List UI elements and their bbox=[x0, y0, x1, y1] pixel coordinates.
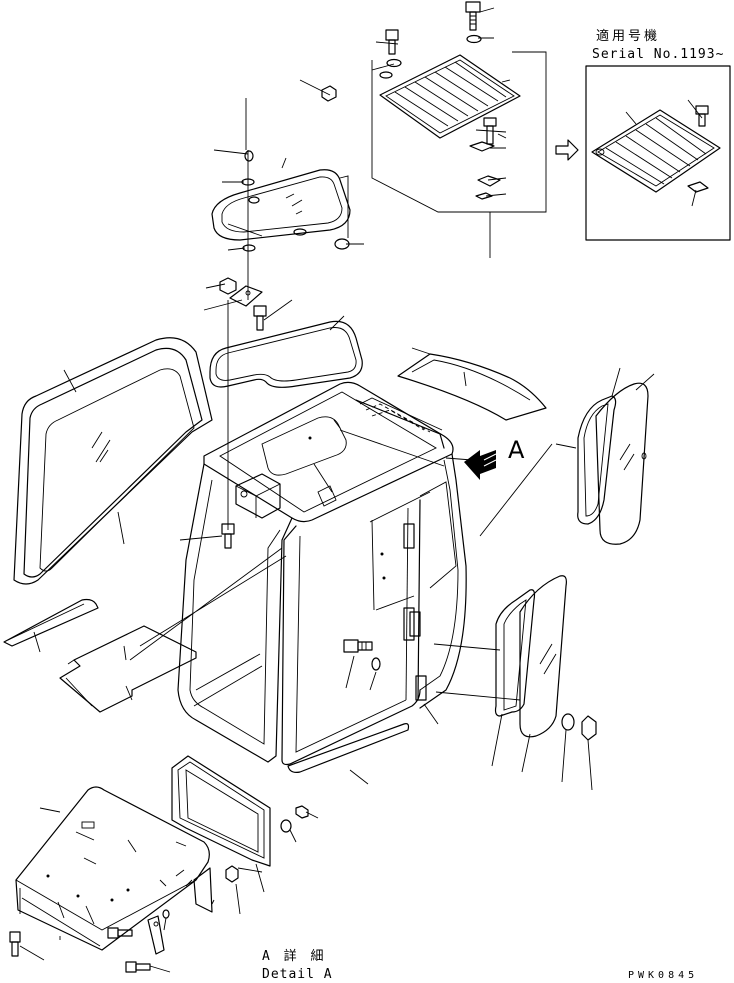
left-trim-strip bbox=[3, 598, 99, 647]
inset-bracket bbox=[687, 181, 709, 193]
detail-a-console bbox=[15, 786, 213, 951]
door-window-seal bbox=[494, 589, 536, 717]
washer-2 bbox=[386, 58, 402, 68]
arrow-right-icon bbox=[555, 139, 579, 161]
inset-serial-label: Serial No.1193~ bbox=[592, 47, 725, 62]
pin bbox=[244, 150, 254, 162]
front-sill-trim bbox=[287, 723, 410, 773]
detail-bolt-1 bbox=[9, 931, 21, 957]
spacer bbox=[561, 713, 575, 731]
detail-bolt-2 bbox=[107, 927, 133, 939]
bracket-1 bbox=[477, 175, 501, 187]
serial-inset-box bbox=[585, 65, 731, 241]
washer-7 bbox=[280, 819, 292, 833]
hinge-bolt bbox=[253, 305, 267, 331]
detail-bolt-3 bbox=[125, 961, 151, 973]
rear-window-outer bbox=[577, 395, 617, 525]
detail-latch bbox=[147, 915, 165, 955]
washer-6 bbox=[371, 657, 381, 671]
floor-plate bbox=[59, 625, 197, 713]
nut-1 bbox=[321, 85, 337, 102]
grille-bolt bbox=[483, 117, 497, 145]
washer-3 bbox=[379, 71, 393, 79]
nut-4 bbox=[225, 865, 239, 883]
inset-grille bbox=[591, 109, 721, 193]
drawing-code: PWK0845 bbox=[628, 970, 699, 981]
detail-title-jp: A 詳 細 bbox=[262, 949, 327, 964]
top-bolt-1 bbox=[465, 1, 481, 31]
top-washer-1 bbox=[466, 34, 482, 44]
roof-hatch bbox=[211, 169, 351, 241]
washer-8 bbox=[162, 909, 170, 919]
inset-bolt bbox=[695, 105, 709, 127]
nut-2 bbox=[219, 277, 237, 295]
hinge-bracket bbox=[229, 285, 263, 307]
view-a-label: A bbox=[508, 436, 525, 464]
cap-nut bbox=[581, 715, 597, 741]
hatch-guide bbox=[339, 175, 349, 238]
inset-title-jp: 適用号機 bbox=[596, 29, 661, 44]
front-bolt bbox=[221, 523, 235, 549]
view-arrow-icon bbox=[464, 450, 496, 480]
grille-panel bbox=[379, 54, 521, 139]
door-window-glass bbox=[519, 575, 567, 738]
rear-bolt bbox=[343, 639, 373, 653]
rear-window-inner bbox=[595, 382, 649, 545]
top-bolt-2 bbox=[385, 29, 399, 55]
lower-window bbox=[171, 755, 271, 867]
cab-frame bbox=[177, 381, 467, 766]
roof-gasket bbox=[209, 320, 363, 388]
nut-3 bbox=[295, 805, 309, 819]
left-side-window bbox=[13, 337, 213, 585]
detail-title-en: Detail A bbox=[262, 967, 333, 982]
bracket-2 bbox=[475, 192, 493, 200]
sun-visor-panel bbox=[397, 353, 547, 421]
clip-1 bbox=[469, 141, 495, 152]
